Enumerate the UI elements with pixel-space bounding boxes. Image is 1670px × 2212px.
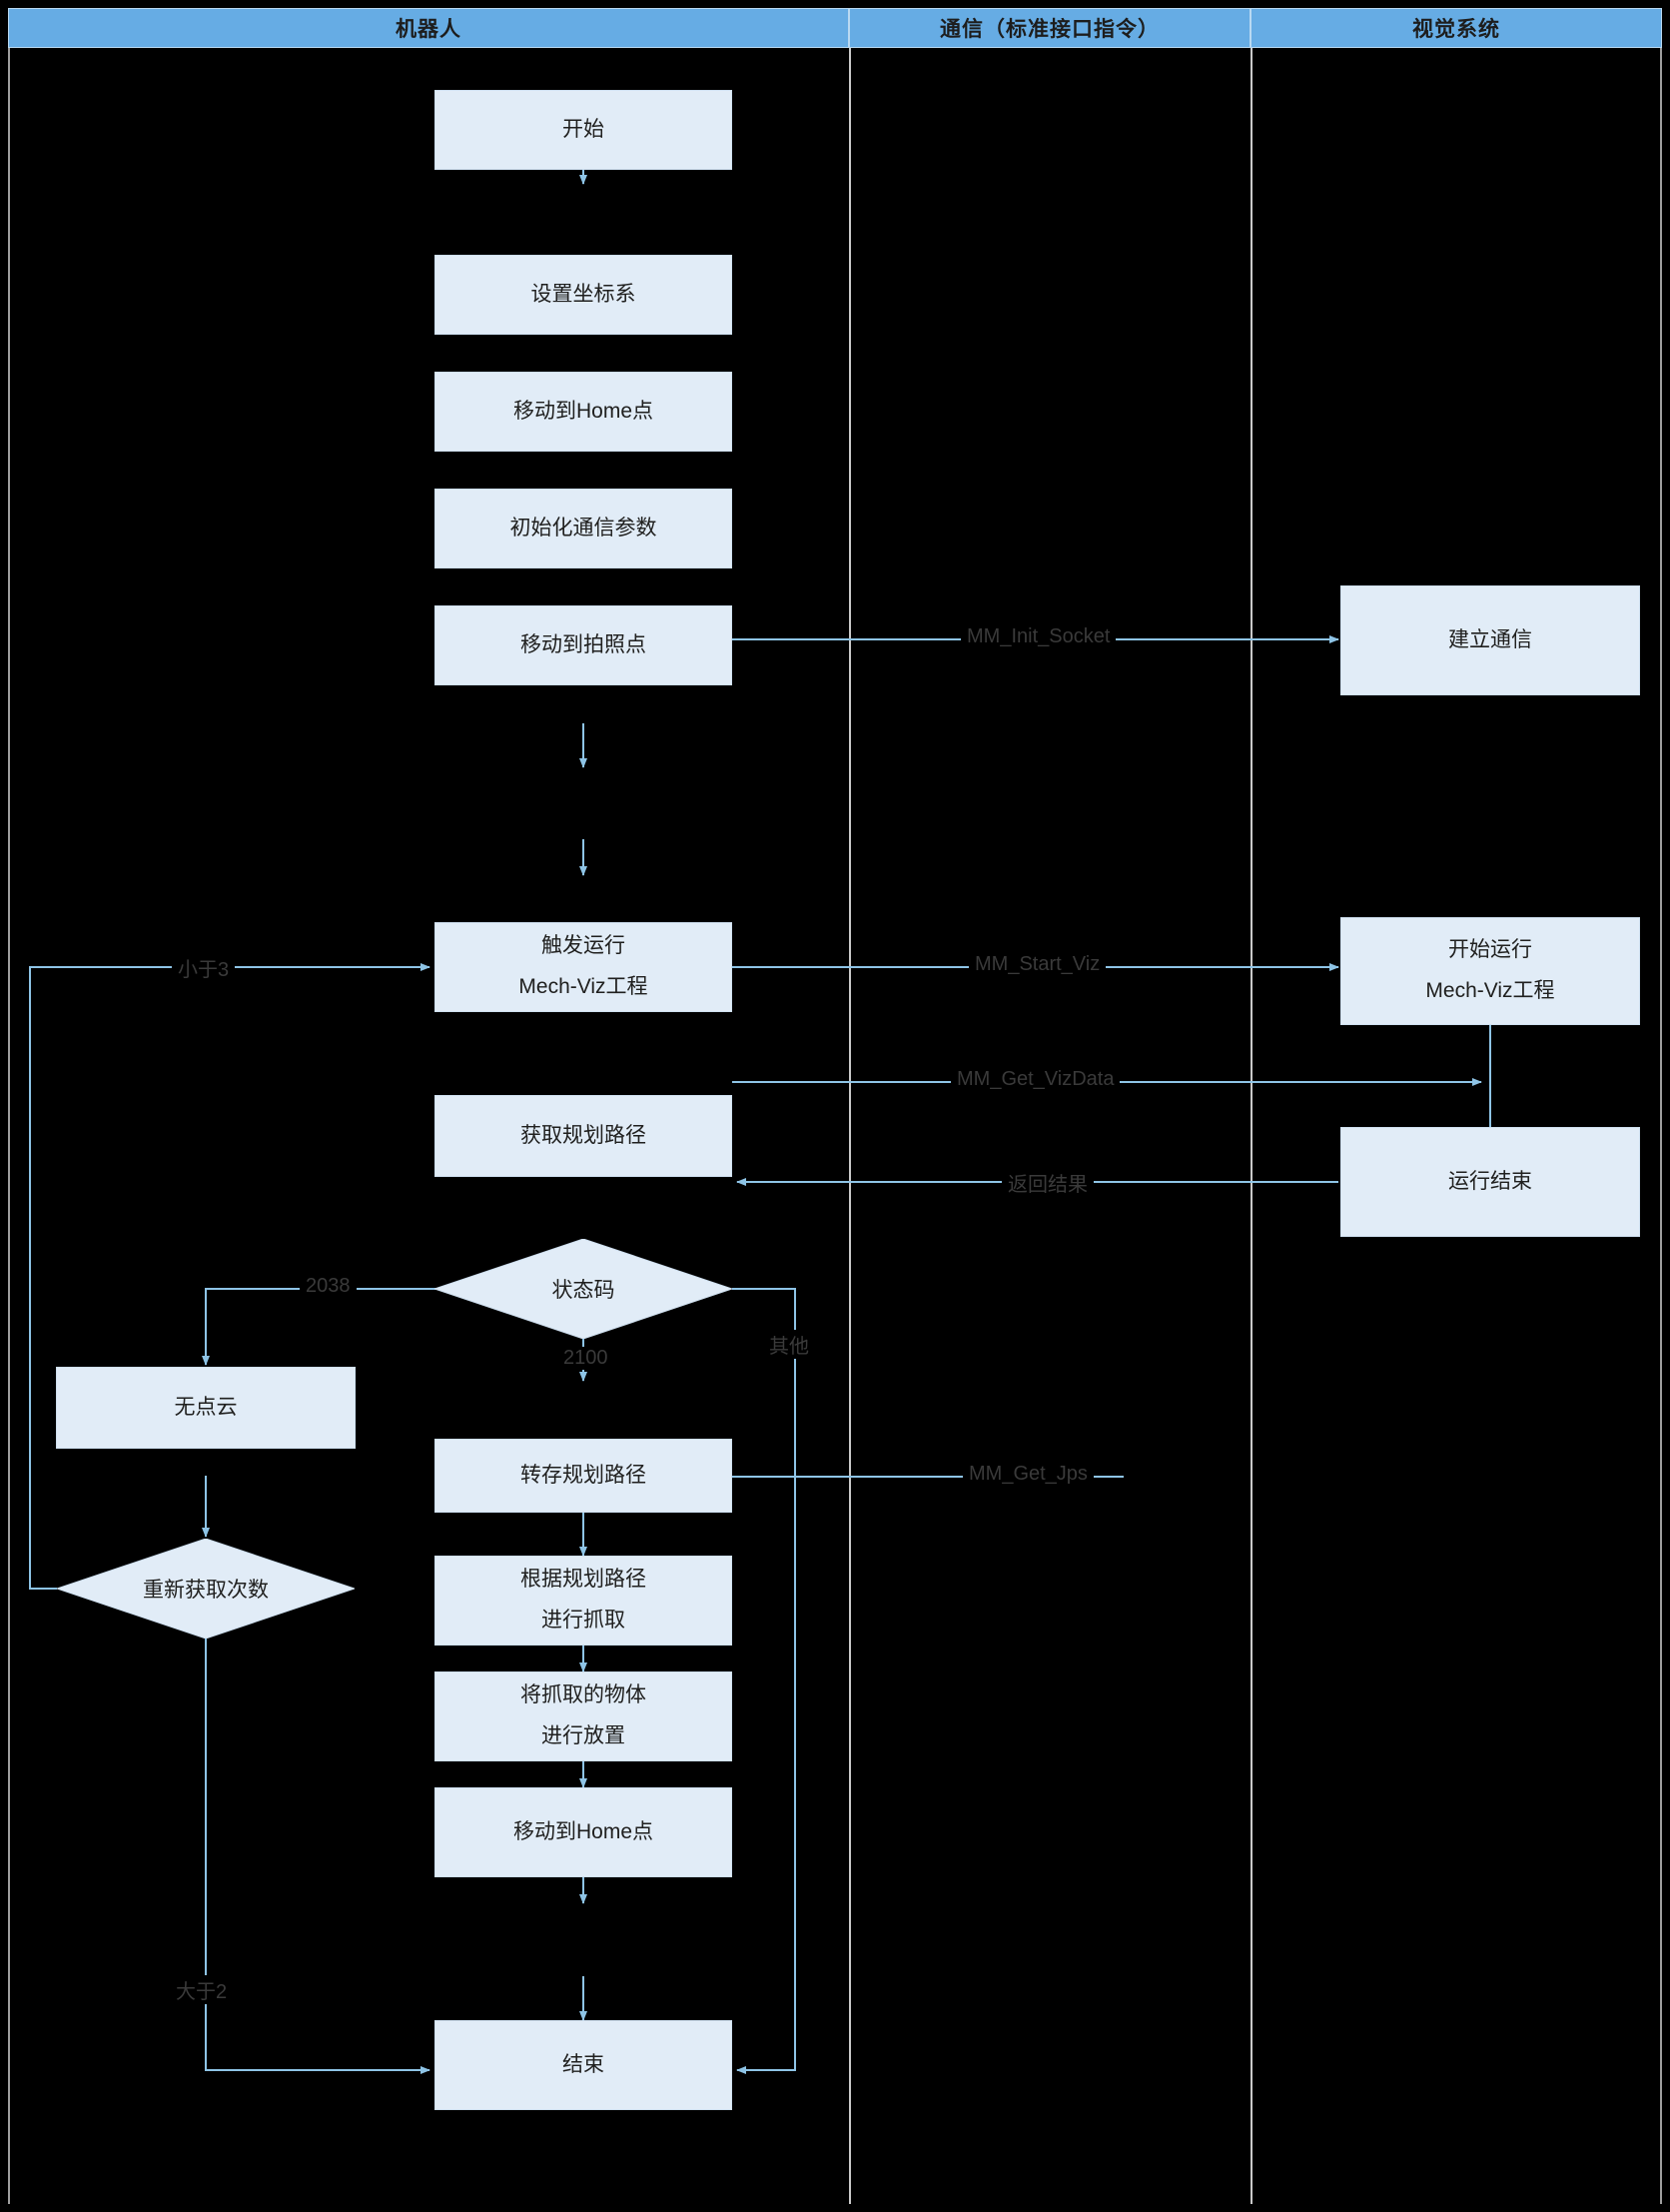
lane-header-comm-label: 通信（标准接口指令） (940, 18, 1160, 41)
node-get-path-line-0: 获取规划路径 (520, 1123, 646, 1147)
lane-header-robot: 机器人 (8, 8, 849, 48)
node-init-comm[interactable]: 初始化通信参数 (434, 489, 732, 568)
node-trigger-viz-line-1: Mech-Viz工程 (518, 975, 648, 998)
edge-label-code-2100-text: 2100 (563, 1347, 608, 1369)
node-start[interactable]: 开始 (434, 90, 732, 170)
node-build-comm[interactable]: 建立通信 (1340, 585, 1640, 695)
edge-label-init-socket: MM_Init_Socket (961, 625, 1117, 648)
node-place-line-1: 进行放置 (541, 1724, 625, 1747)
node-end[interactable]: 结束 (434, 2020, 732, 2110)
node-init-comm-line-0: 初始化通信参数 (509, 516, 657, 540)
lane-edge-left (8, 48, 10, 2204)
edge-label-other: 其他 (763, 1330, 815, 1359)
lane-header-vision: 视觉系统 (1251, 8, 1662, 48)
node-retry-count-label: 重新获取次数 (143, 1579, 269, 1602)
node-place[interactable]: 将抓取的物体 进行放置 (434, 1671, 732, 1761)
edge-label-greater-than-2-text: 大于2 (176, 1981, 228, 2003)
edge-label-other-text: 其他 (769, 1336, 809, 1358)
node-move-home-1-line-0: 移动到Home点 (512, 399, 654, 423)
node-move-home-1[interactable]: 移动到Home点 (434, 372, 732, 452)
edge-label-return-result-text: 返回结果 (1008, 1174, 1088, 1196)
node-set-frame-line-0: 设置坐标系 (530, 282, 636, 306)
edge-label-less-than-3: 小于3 (172, 953, 236, 982)
node-trigger-viz[interactable]: 触发运行 Mech-Viz工程 (434, 922, 732, 1012)
node-end-line-0: 结束 (562, 2052, 604, 2076)
node-viz-start[interactable]: 开始运行 Mech-Viz工程 (1340, 917, 1640, 1025)
node-status-code[interactable]: 状态码 (434, 1239, 732, 1339)
edge-label-return-result: 返回结果 (1002, 1168, 1094, 1197)
node-place-line-0: 将抓取的物体 (520, 1683, 646, 1707)
node-move-photo-line-0: 移动到拍照点 (520, 632, 646, 656)
node-set-frame[interactable]: 设置坐标系 (434, 255, 732, 335)
lane-header-comm: 通信（标准接口指令） (849, 8, 1251, 48)
node-viz-start-line-1: Mech-Viz工程 (1425, 979, 1555, 1002)
node-trigger-viz-line-0: 触发运行 (541, 934, 625, 958)
edge-label-get-vizdata: MM_Get_VizData (951, 1068, 1121, 1091)
node-retry-count[interactable]: 重新获取次数 (57, 1539, 355, 1639)
edge-label-get-jps: MM_Get_Jps (963, 1463, 1094, 1486)
lane-edge-right (1660, 48, 1662, 2204)
node-no-cloud-line-0: 无点云 (174, 1395, 238, 1419)
edge-label-code-2038-text: 2038 (306, 1275, 351, 1297)
edge-label-init-socket-text: MM_Init_Socket (967, 625, 1111, 647)
node-status-code-label: 状态码 (551, 1279, 615, 1302)
node-viz-end-line-0: 运行结束 (1448, 1169, 1532, 1193)
node-save-path-line-0: 转存规划路径 (520, 1463, 646, 1487)
node-start-line-0: 开始 (562, 117, 604, 141)
node-move-home-2-line-0: 移动到Home点 (512, 1819, 654, 1843)
node-pick-line-1: 进行抓取 (541, 1609, 625, 1632)
node-move-home-2[interactable]: 移动到Home点 (434, 1787, 732, 1877)
edge-label-greater-than-2: 大于2 (170, 1975, 234, 2004)
node-pick[interactable]: 根据规划路径 进行抓取 (434, 1556, 732, 1646)
edge-label-less-than-3-text: 小于3 (178, 959, 230, 981)
edge-label-get-jps-text: MM_Get_Jps (969, 1463, 1088, 1485)
edge-label-code-2038: 2038 (300, 1275, 357, 1298)
node-save-path[interactable]: 转存规划路径 (434, 1439, 732, 1513)
lane-header-robot-label: 机器人 (396, 18, 461, 41)
lane-divider-1 (849, 48, 851, 2204)
diamond-shape (57, 1539, 355, 1639)
node-viz-end[interactable]: 运行结束 (1340, 1127, 1640, 1237)
lane-header-vision-label: 视觉系统 (1412, 18, 1500, 41)
node-get-path[interactable]: 获取规划路径 (434, 1095, 732, 1177)
node-build-comm-line-0: 建立通信 (1448, 627, 1532, 651)
edge-label-code-2100: 2100 (557, 1347, 614, 1370)
node-pick-line-0: 根据规划路径 (520, 1568, 646, 1592)
edge-label-start-viz-text: MM_Start_Viz (975, 953, 1101, 975)
edge-label-get-vizdata-text: MM_Get_VizData (957, 1068, 1115, 1090)
lane-divider-2 (1251, 48, 1252, 2204)
node-move-photo[interactable]: 移动到拍照点 (434, 605, 732, 685)
edge-label-start-viz: MM_Start_Viz (969, 953, 1107, 976)
node-viz-start-line-0: 开始运行 (1448, 938, 1532, 962)
node-no-cloud[interactable]: 无点云 (56, 1367, 356, 1449)
diamond-shape (434, 1239, 732, 1339)
